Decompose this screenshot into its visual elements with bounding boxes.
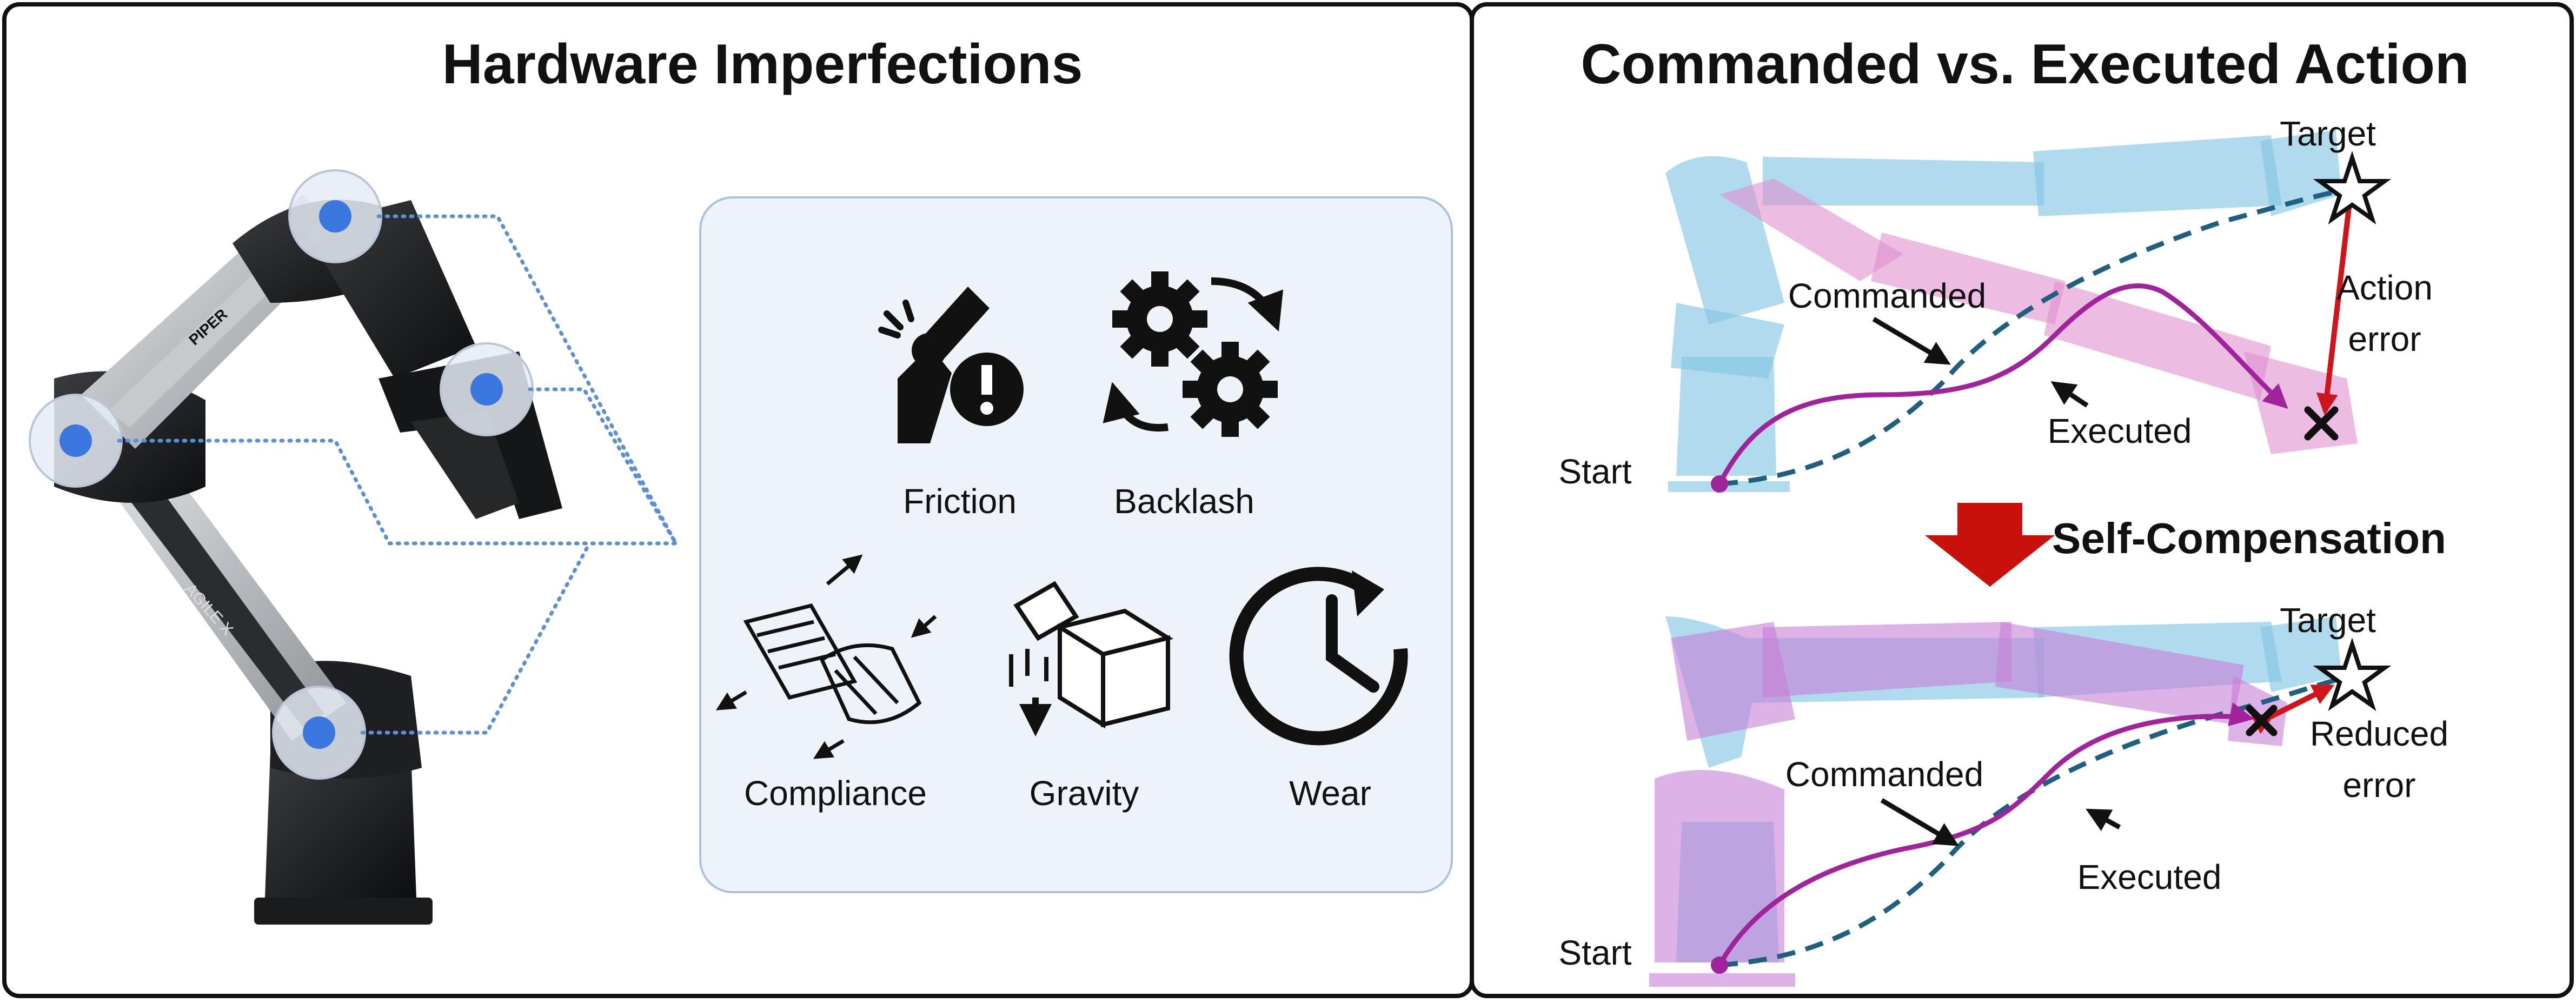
joint-marker [272,686,366,780]
executed-label-top: Executed [2047,411,2192,450]
executed-trajectory-bottom [1717,702,2254,967]
commanded-trajectory-top [1719,189,2336,487]
target-label-top: Target [2280,114,2376,153]
compliance-icon [715,554,937,759]
reduced-error-label-line2: error [2342,766,2416,805]
start-point-top [1711,475,1728,493]
joint-marker [440,342,534,436]
commanded-label-bottom: Commanded [1785,755,1984,794]
executed-label-bottom: Executed [2077,858,2222,896]
executed-pointer-top [2050,381,2089,408]
reduced-error-arrow [2250,684,2335,734]
clock-icon [1229,567,1408,746]
start-point-bottom [1711,956,1728,974]
factor-label-backlash: Backlash [1114,482,1254,521]
joint-connector-lines [117,214,678,735]
commanded-pointer-top [1872,317,1951,365]
factor-label-wear: Wear [1289,774,1371,813]
target-star-top [2313,151,2392,225]
gears-cycle-icon [1103,271,1284,437]
executed-pointer-bottom [2086,808,2121,831]
action-error-arrow [2316,184,2362,415]
right-panel-frame [1470,2,2574,998]
factor-label-compliance: Compliance [744,774,927,813]
target-label-bottom: Target [2280,601,2376,640]
executed-endpoint-cross-bottom [2246,705,2278,736]
target-star-bottom [2313,637,2392,712]
factor-label-friction: Friction [903,482,1017,521]
ghost-robot-executed-top [1719,178,2358,454]
falling-box-icon [1009,581,1174,736]
executed-trajectory-top [1717,283,2288,486]
commanded-pointer-bottom [1880,798,1959,846]
start-label-top: Start [1558,452,1632,491]
self-compensation-arrow [1925,503,2055,587]
executed-endpoint-cross-top [2304,406,2339,441]
ghost-robot-executed-bottom [1649,622,2287,987]
left-panel-title: Hardware Imperfections [442,33,1083,96]
robot-arm-illustration: PIPER AGILE X [29,169,678,925]
action-error-label-line1: Action [2336,268,2433,307]
action-error-label-line2: error [2348,320,2421,358]
joint-marker [29,394,123,488]
joint-marker [288,169,382,263]
reduced-error-label-line1: Reduced [2309,714,2449,753]
right-panel-title: Commanded vs. Executed Action [1581,33,2469,96]
self-compensation-label: Self-Compensation [2052,514,2446,562]
start-label-bottom: Start [1558,933,1632,972]
factor-label-gravity: Gravity [1029,774,1139,813]
friction-icon [878,287,1024,443]
commanded-label-top: Commanded [1788,276,1987,315]
